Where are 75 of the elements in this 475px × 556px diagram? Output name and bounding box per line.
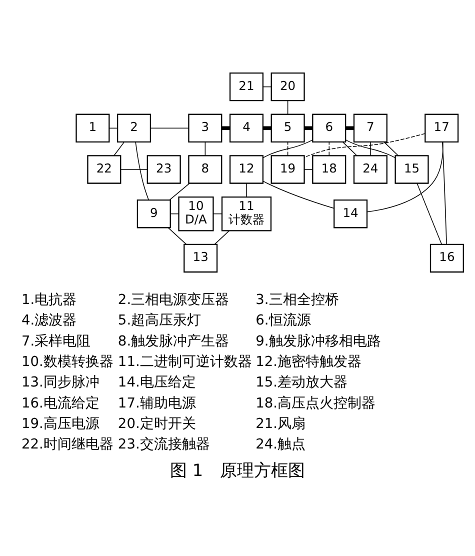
node-box: 24	[353, 154, 388, 184]
connector	[222, 126, 230, 130]
connector	[370, 141, 371, 156]
label: 18.高压点火控制器	[256, 394, 376, 411]
label: 6.恒流源	[256, 312, 311, 328]
connector	[345, 138, 396, 158]
label: 17.辅助电源	[118, 394, 196, 411]
connector	[442, 141, 447, 244]
node-box: 17	[424, 113, 459, 142]
connector	[204, 141, 206, 156]
connector	[262, 126, 272, 130]
label: 15.差动放大器	[256, 374, 348, 390]
node-box: 12	[229, 154, 264, 184]
node-box: 23	[146, 154, 181, 184]
label: 11.二进制可逆计数器	[118, 354, 252, 370]
label: 8.触发脉冲产生器	[118, 332, 230, 349]
node-box: 13	[184, 243, 218, 272]
node-box: 4	[229, 113, 264, 142]
connector	[342, 141, 358, 156]
node-box: 22	[87, 154, 122, 184]
node-box: 9	[136, 199, 171, 228]
node-box: 6	[312, 113, 346, 142]
label: 9.触发脉冲移相电路	[256, 332, 381, 349]
connector	[114, 141, 125, 156]
label: 7.采样电阻	[22, 332, 91, 349]
connector	[287, 141, 288, 156]
node-box: 20	[270, 72, 305, 101]
node-box: 10 D/A	[178, 196, 214, 231]
connector	[135, 141, 149, 200]
connector	[304, 132, 426, 158]
label: 1.电抗器	[22, 292, 77, 308]
connector	[168, 226, 187, 244]
label: 12.施密特触发器	[256, 354, 362, 370]
caption: 图 1 原理方框图	[170, 459, 306, 480]
label: 19.高压电源	[22, 416, 100, 432]
connector	[262, 180, 334, 208]
connector	[384, 141, 398, 156]
node-box: 21	[229, 72, 264, 101]
node-box: 8	[188, 154, 222, 184]
node-box: 3	[188, 113, 222, 142]
label: 20.定时开关	[118, 416, 196, 432]
label: 13.同步脉冲	[22, 374, 100, 390]
node-box: 5	[270, 113, 305, 142]
connector	[304, 126, 313, 130]
connector	[304, 168, 313, 170]
label: 10.数模转换器	[22, 354, 114, 370]
connector	[150, 127, 189, 128]
connector	[287, 100, 288, 114]
connector	[169, 182, 190, 200]
node-box: 11 计数器	[221, 196, 272, 231]
connector	[246, 182, 247, 197]
label: 4.滤波器	[22, 312, 77, 328]
connector	[366, 141, 444, 212]
label: 3.三相全控桥	[256, 292, 339, 308]
label: 5.超高压汞灯	[118, 312, 202, 328]
node-box: 7	[353, 113, 388, 142]
node-box: 14	[334, 199, 368, 228]
node-box: 1	[76, 113, 110, 142]
connector	[214, 230, 230, 244]
label: 24.触点	[256, 436, 306, 452]
label: 2.三相电源变压器	[118, 292, 230, 308]
node-box: 15	[394, 154, 429, 184]
node-box: 2	[117, 113, 152, 142]
label: 21.风扇	[256, 416, 306, 432]
connector	[346, 126, 354, 130]
connector	[328, 141, 330, 156]
node-box: 16	[430, 243, 464, 272]
label: 23.交流接触器	[118, 436, 210, 452]
label: 14.电压给定	[118, 374, 196, 390]
connector	[120, 168, 148, 170]
node-box: 19	[270, 154, 305, 184]
connector	[416, 182, 442, 244]
node-box: 18	[312, 154, 346, 184]
label: 22.时间继电器	[22, 436, 114, 452]
label: 16.电流给定	[22, 394, 100, 411]
